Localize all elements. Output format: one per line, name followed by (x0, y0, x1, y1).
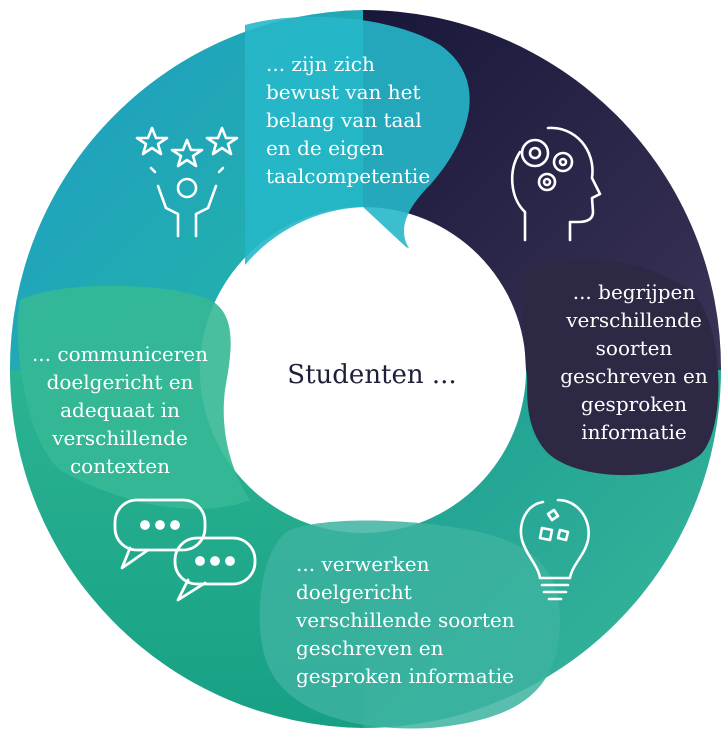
segment-top-line: en de eigen (266, 136, 384, 160)
chat-bubbles-icon (113, 498, 257, 602)
center-circle (242, 243, 504, 505)
segment-right-line: ... begrijpen (572, 280, 696, 304)
segment-right-line: verschillende (566, 308, 702, 332)
segment-top-line: belang van taal (266, 108, 422, 132)
segment-top-text: ... zijn zich bewust van het belang van … (266, 50, 430, 190)
achievement-stars-icon (135, 126, 239, 238)
puzzle-lightbulb-icon (519, 498, 590, 601)
head-gears-icon (510, 126, 602, 242)
left-bubble-shape (17, 285, 250, 509)
segment-right-line: geschreven en (560, 364, 708, 388)
segment-left-line: verschillende (52, 426, 188, 450)
top-bubble-shape (245, 16, 470, 265)
bottom-bubble-shape (259, 520, 560, 729)
segment-bottom-line: verschillende soorten (296, 608, 515, 632)
right-bubble-shape (520, 258, 719, 476)
segment-left-text: ... communiceren doelgericht en adequaat… (10, 340, 230, 480)
segment-left-line: ... communiceren (31, 342, 209, 366)
center-label: Studenten ... (287, 360, 457, 390)
segment-left-line: doelgericht en (46, 370, 194, 394)
segment-top-line: bewust van het (266, 80, 421, 104)
segment-top-line: ... zijn zich (266, 52, 375, 76)
segment-right-line: gesproken (580, 392, 688, 416)
segment-left-line: contexten (69, 454, 171, 478)
segment-right-line: soorten (595, 336, 673, 360)
segment-bottom-line: gesproken informatie (296, 664, 514, 688)
segment-top-line: taalcompetentie (266, 164, 431, 188)
segment-bottom-line: geschreven en (296, 636, 444, 660)
segment-right-text: ... begrijpen verschillende soorten gesc… (548, 278, 720, 446)
segment-bottom-line: ... verwerken (296, 552, 430, 576)
segment-bottom-line: doelgericht (296, 580, 412, 604)
segment-left-line: adequaat in (60, 398, 180, 422)
segment-right-line: informatie (581, 420, 687, 444)
segment-bottom-text: ... verwerken doelgericht verschillende … (296, 550, 515, 690)
